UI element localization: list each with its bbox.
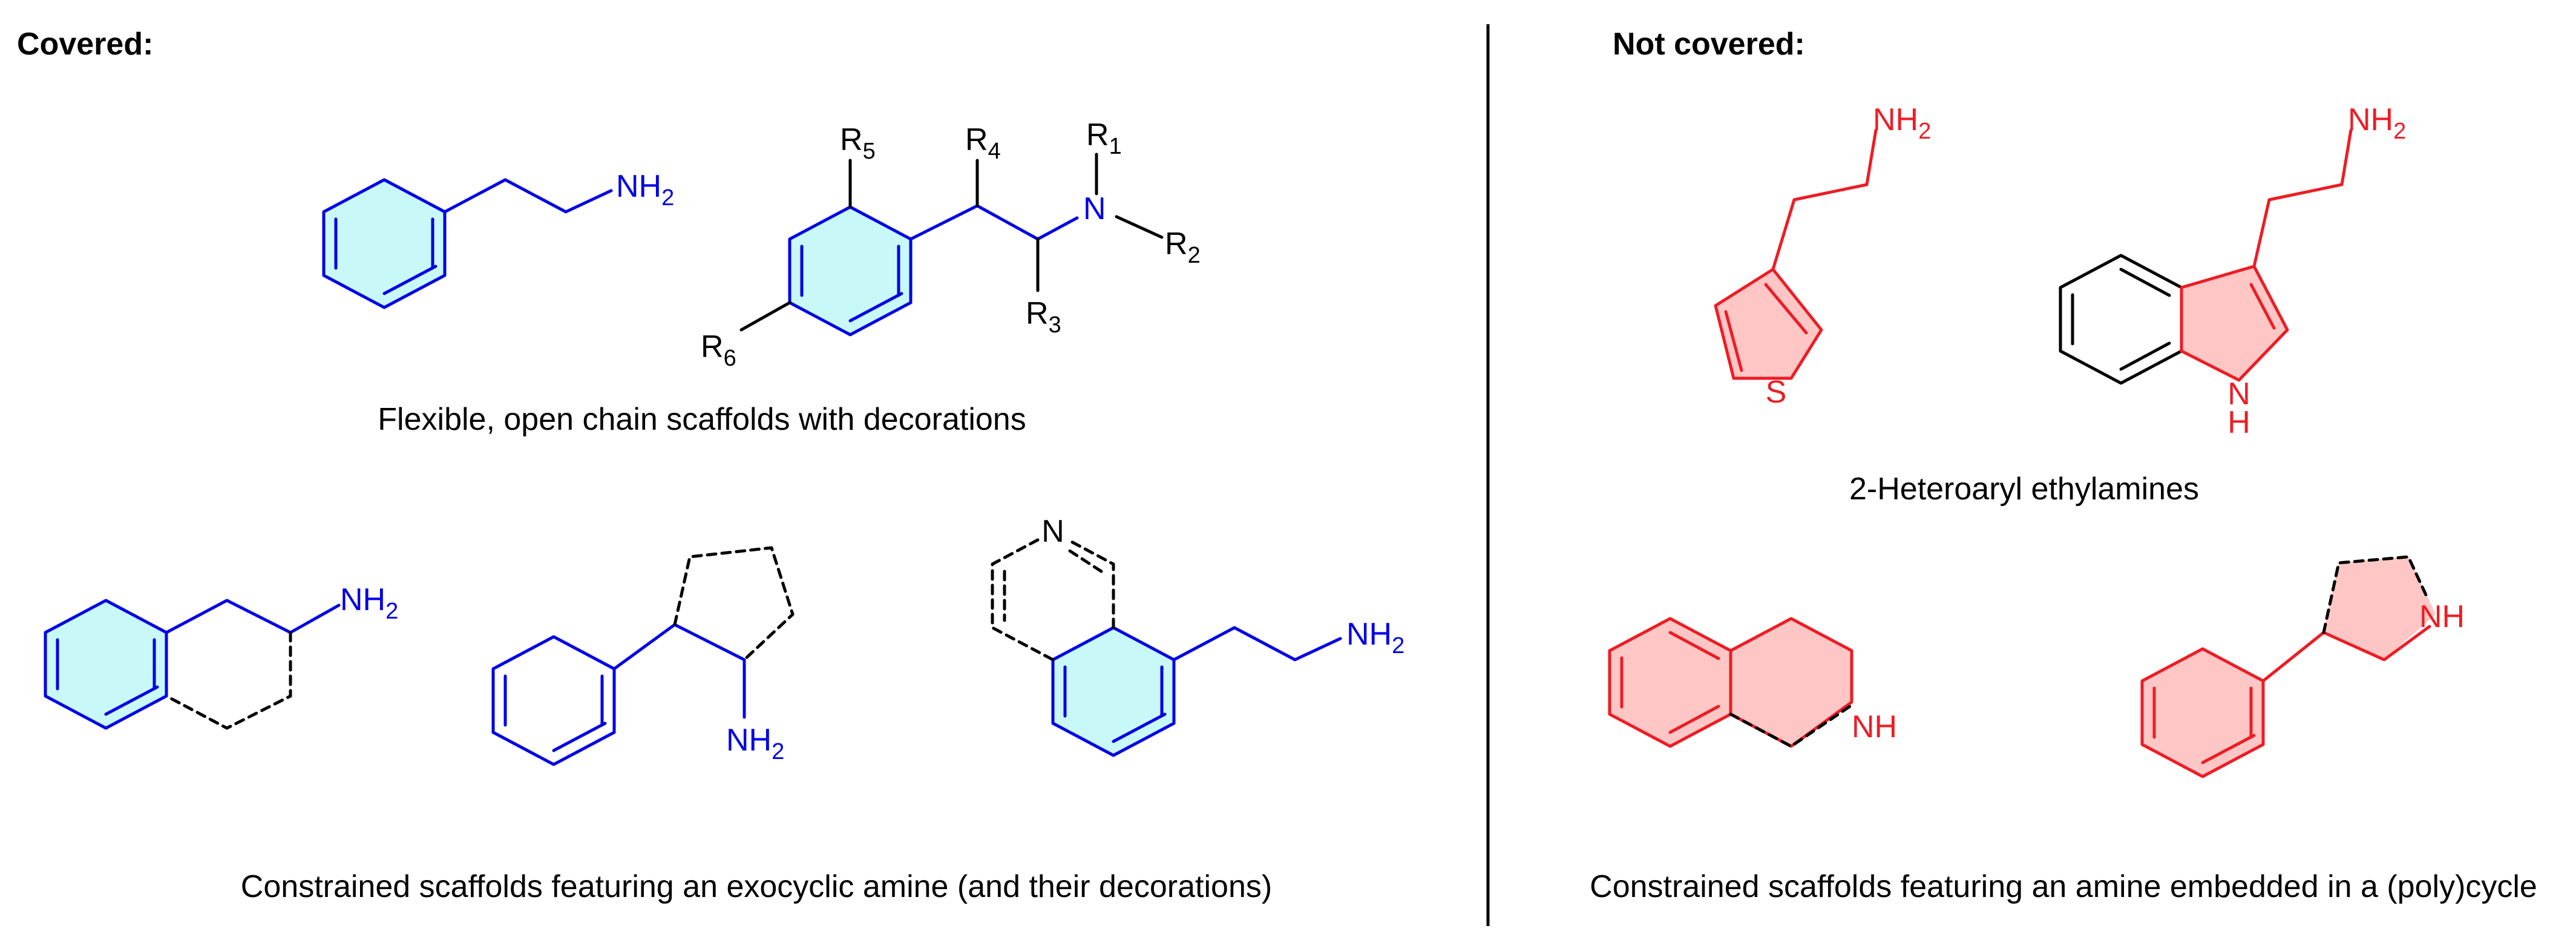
pyrrolidine-ring-fill (2324, 557, 2436, 660)
aromatic-bond (104, 685, 159, 716)
benzene-ring (1608, 617, 1732, 748)
aromatic-bond (2119, 268, 2171, 297)
ring-nitrogen-label: N (1041, 514, 1064, 549)
phenylpyrrolidine-structure (2140, 555, 2436, 778)
ethyl-chain (1172, 626, 1342, 662)
ethyl-chain (1771, 128, 1878, 271)
aromatic-bond (552, 721, 607, 752)
not-covered-heading: Not covered: (1613, 27, 1805, 62)
r2-bond (1115, 215, 1164, 239)
ethyl-chain (909, 204, 1079, 241)
linker-chain (2261, 625, 2431, 683)
amine-label: NH2 (726, 723, 784, 764)
pyrrole-ring (2180, 264, 2289, 382)
phenethylamine-structure (322, 178, 613, 309)
isoquinoline-ethylamine-structure (991, 538, 1342, 757)
dashed-ring-bonds (1729, 703, 1853, 748)
dashed-ring-bonds (165, 631, 292, 730)
ring-double-bond (1764, 283, 1808, 335)
aromatic-bond (1668, 631, 1720, 660)
indole-h-label: H (2227, 405, 2250, 440)
ring-double-bond (1724, 310, 1743, 372)
dashed-ring-bonds (2322, 555, 2428, 634)
nitrogen-label: N (1083, 191, 1106, 226)
benzene-ring (2140, 647, 2265, 778)
dashed-double-bond (1063, 546, 1103, 573)
dashed-ring-bonds (673, 546, 795, 662)
r1-label: R1 (1086, 117, 1122, 159)
amine-bond (289, 603, 341, 634)
phenylcyclopentylamine-structure (491, 546, 795, 766)
amine-label: NH2 (616, 169, 674, 211)
aromatic-bond (2201, 734, 2256, 764)
r2-label: R2 (1165, 226, 1201, 268)
amine-label: NH2 (2348, 102, 2406, 144)
decorated-phenethylamine-structure (739, 153, 1164, 337)
benzene-ring (788, 205, 913, 337)
caption-flexible: Flexible, open chain scaffolds with deco… (378, 402, 1026, 437)
piperidine-ring (1729, 617, 1853, 748)
r5-label: R5 (840, 122, 876, 164)
aromatic-bond (2119, 341, 2171, 371)
dashed-ring-bonds (991, 538, 1055, 662)
dashed-ring-bonds (1066, 538, 1115, 629)
tetrahydroisoquinoline-structure (1608, 617, 1853, 748)
r6-label: R6 (701, 329, 736, 371)
ring-double-bond (2249, 283, 2276, 330)
benzene-ring (491, 635, 616, 766)
r6-bond (739, 301, 791, 332)
aromatic-bond (848, 292, 903, 323)
amine-label: NH2 (1873, 102, 1931, 144)
thiophene-ethylamine-structure (1714, 128, 1878, 380)
tryptamine-structure (2059, 128, 2353, 385)
caption-heteroaryl: 2-Heteroaryl ethylamines (1849, 472, 2199, 507)
benzene-ring (1051, 626, 1176, 757)
linker-chain (612, 623, 746, 719)
ring-bridge (165, 599, 292, 634)
sulfur-label: S (1766, 375, 1787, 410)
ethyl-chain (443, 178, 613, 214)
aromatic-bond (1112, 712, 1167, 743)
amine-label: NH2 (340, 582, 398, 624)
caption-constrained-embedded: Constrained scaffolds featuring an amine… (1590, 869, 2537, 904)
caption-constrained-exocyclic: Constrained scaffolds featuring an exocy… (241, 869, 1272, 904)
benzene-ring (44, 599, 168, 730)
benzene-ring (322, 178, 447, 309)
covered-heading: Covered: (17, 27, 153, 62)
aminotetralin-structure (44, 599, 341, 730)
ring-amine-label: NH (1852, 709, 1897, 744)
ethyl-chain (2252, 128, 2353, 268)
benzene-ring (2059, 254, 2183, 385)
aromatic-bond (1668, 705, 1720, 734)
ring-amine-label: NH (2419, 599, 2465, 634)
r4-label: R4 (965, 122, 1001, 164)
thiophene-ring (1714, 268, 1823, 380)
indole-nh-label: N (2227, 376, 2250, 412)
aromatic-bond (382, 264, 438, 295)
r3-label: R3 (1026, 296, 1061, 338)
amine-label: NH2 (1346, 617, 1404, 659)
